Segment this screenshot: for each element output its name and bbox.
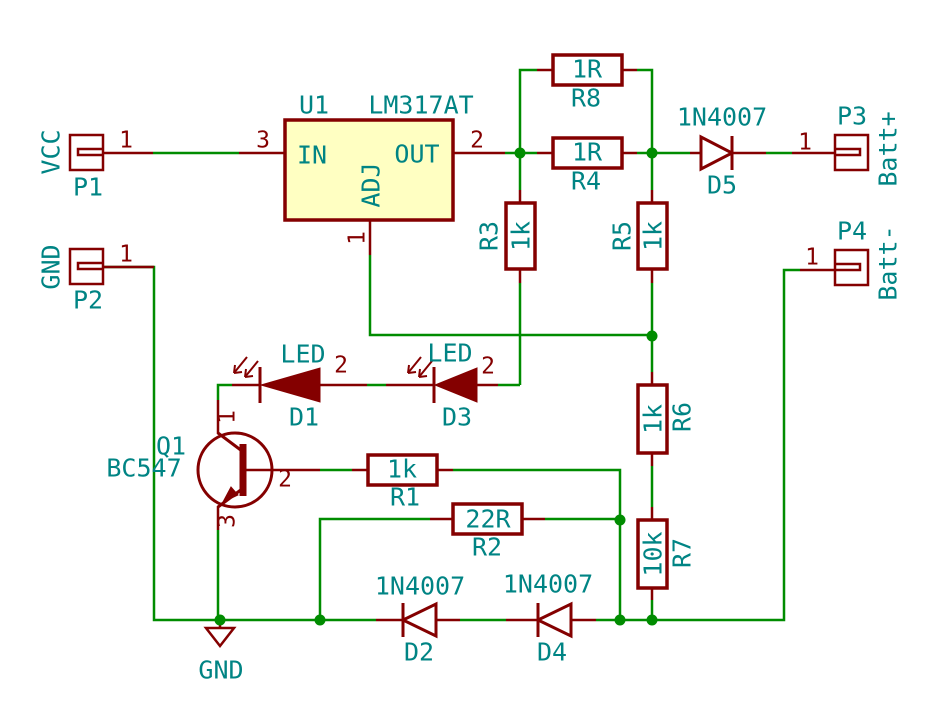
q1-pin-number-2: 2 (278, 466, 292, 493)
u1-pin-number-2: 2 (470, 127, 484, 154)
r4-value[interactable]: 1R (571, 137, 603, 167)
connector-p4[interactable] (833, 248, 870, 287)
u1-pin-name-out: OUT (394, 139, 440, 169)
q1-value[interactable]: BC547 (106, 453, 182, 483)
emitter-arrow (221, 486, 239, 504)
r5-value[interactable]: 1k (638, 220, 668, 252)
r5-ref[interactable]: R5 (607, 220, 637, 252)
r1-value[interactable]: 1k (386, 454, 418, 484)
r2-value[interactable]: 22R (465, 504, 511, 534)
resistor-r8[interactable] (551, 53, 624, 87)
gnd-symbol[interactable] (203, 626, 237, 649)
q1-pin-number-3: 3 (214, 514, 241, 528)
d3-value[interactable]: LED (427, 338, 473, 368)
connector-p3[interactable] (833, 133, 870, 172)
d3-pin-number-2: 2 (481, 353, 495, 380)
u1-ref[interactable]: U1 (298, 90, 330, 120)
u1-pin-name-in: IN (296, 140, 328, 170)
r4-ref[interactable]: R4 (570, 166, 602, 196)
led-emission-arrows (233, 356, 259, 378)
d1-pin-number-1: 1 (214, 410, 241, 424)
resistor-r2[interactable] (451, 502, 524, 536)
d2-value[interactable]: 1N4007 (374, 571, 466, 601)
d5-value[interactable]: 1N4007 (676, 102, 768, 132)
p1-ref[interactable]: P1 (72, 172, 104, 202)
r6-value[interactable]: 1k (638, 403, 668, 435)
r1-ref[interactable]: R1 (389, 482, 421, 512)
r6-ref[interactable]: R6 (667, 401, 697, 433)
p3-pin-number: 1 (798, 129, 812, 156)
gnd-label[interactable]: GND (198, 655, 244, 685)
resistor-r4[interactable] (551, 136, 624, 170)
wires[interactable] (103, 68, 800, 622)
d4-ref[interactable]: D4 (536, 637, 568, 667)
diode-d4[interactable] (534, 601, 573, 639)
r2-ref[interactable]: R2 (471, 532, 503, 562)
u1-pin-name-adj: ADJ (356, 162, 386, 208)
junction-dots (214, 147, 658, 626)
p2-pin-number: 1 (119, 241, 133, 268)
d4-value[interactable]: 1N4007 (502, 569, 594, 599)
r7-value[interactable]: 10k (638, 531, 668, 577)
d2-ref[interactable]: D2 (403, 637, 435, 667)
u1-pin-number-3: 3 (256, 127, 270, 154)
transistor-q1[interactable] (196, 431, 274, 509)
diode-d5[interactable] (699, 134, 736, 172)
led-d3[interactable] (407, 356, 478, 403)
connector-p1[interactable] (68, 133, 105, 172)
diode-d2[interactable] (399, 601, 438, 639)
led-emission-arrows (407, 356, 433, 378)
r8-value[interactable]: 1R (571, 54, 603, 84)
p1-net-label[interactable]: VCC (36, 129, 66, 175)
d1-value[interactable]: LED (280, 339, 326, 369)
p2-net-label[interactable]: GND (36, 244, 66, 290)
regulator-u1[interactable] (283, 118, 455, 222)
u1-value[interactable]: LM317AT (368, 90, 474, 120)
d3-ref[interactable]: D3 (441, 402, 473, 432)
r3-ref[interactable]: R3 (474, 220, 504, 252)
connector-p2[interactable] (68, 247, 105, 286)
resistor-r6[interactable] (636, 383, 669, 455)
d1-pin-number-2: 2 (334, 352, 348, 379)
p2-ref[interactable]: P2 (72, 285, 104, 315)
p4-net-label[interactable]: Batt- (873, 225, 903, 301)
r7-ref[interactable]: R7 (667, 537, 697, 569)
resistor-r5[interactable] (636, 201, 669, 271)
p3-net-label[interactable]: Batt+ (873, 111, 903, 187)
q1-ref[interactable]: Q1 (155, 431, 187, 461)
component-leads (103, 68, 835, 628)
resistor-r3[interactable] (504, 201, 537, 271)
p3-ref[interactable]: P3 (836, 101, 868, 131)
r8-ref[interactable]: R8 (570, 83, 602, 113)
p4-pin-number: 1 (805, 244, 819, 271)
resistor-r1[interactable] (366, 453, 439, 487)
r3-value[interactable]: 1k (506, 220, 536, 252)
p1-pin-number: 1 (119, 127, 133, 154)
d1-ref[interactable]: D1 (288, 402, 320, 432)
led-d1[interactable] (233, 356, 321, 403)
d5-ref[interactable]: D5 (706, 170, 738, 200)
resistor-bodies (366, 53, 669, 590)
u1-pin-number-1: 1 (344, 231, 371, 245)
p4-ref[interactable]: P4 (836, 216, 868, 246)
resistor-r7[interactable] (636, 518, 669, 590)
